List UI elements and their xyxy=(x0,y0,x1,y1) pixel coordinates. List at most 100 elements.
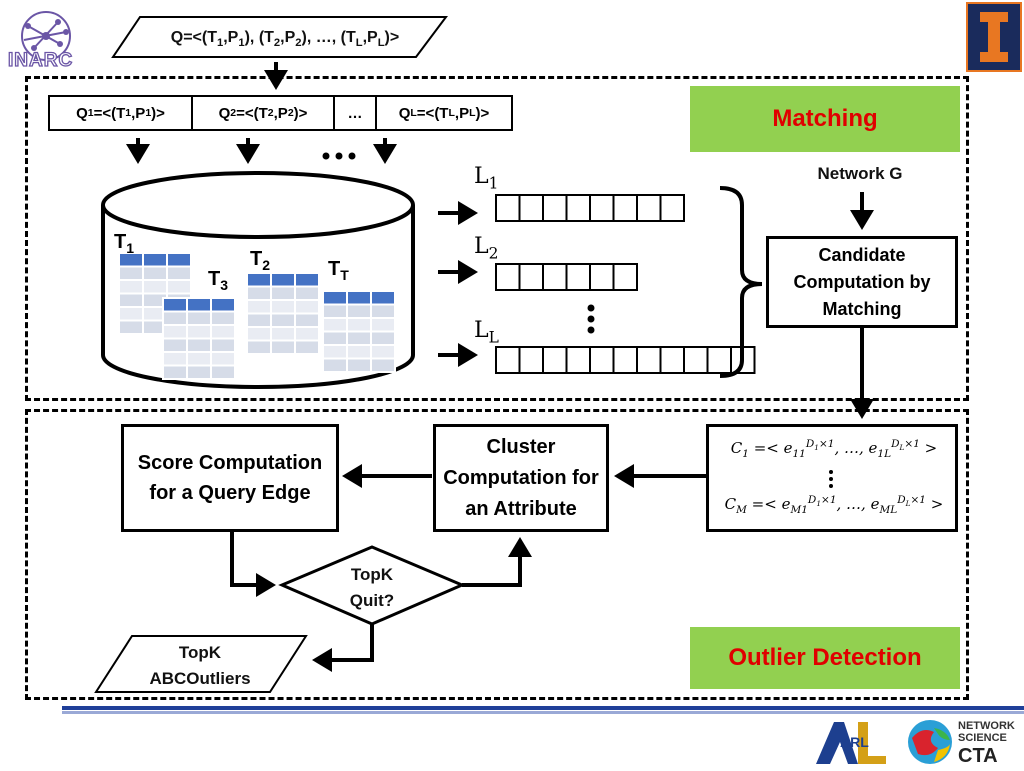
list-cell xyxy=(659,194,685,222)
table-cell xyxy=(348,319,370,331)
table-cell xyxy=(272,341,294,353)
table-cell xyxy=(188,366,210,378)
table-cell xyxy=(296,287,318,299)
list-cell xyxy=(518,194,544,222)
table-body xyxy=(246,272,320,355)
list-cell xyxy=(565,194,591,222)
list-cell xyxy=(612,263,638,291)
network-science-logo: NETWORK SCIENCE CTA xyxy=(904,718,1022,767)
list-cell xyxy=(636,194,662,222)
table-cell xyxy=(168,281,190,293)
block-i-icon xyxy=(980,12,1008,62)
list-cell xyxy=(518,263,544,291)
table-cell xyxy=(372,346,394,358)
table-cell xyxy=(120,281,142,293)
arrow-decision-output xyxy=(312,624,374,672)
arl-logo-icon xyxy=(814,718,888,766)
table-header-cell xyxy=(212,299,234,311)
table-cell xyxy=(120,294,142,306)
table-cell xyxy=(324,319,346,331)
list-bracket xyxy=(719,186,763,378)
list-cell xyxy=(542,346,568,374)
table-cell xyxy=(212,312,234,324)
matching-title: Matching xyxy=(690,86,960,152)
cta-text: CTA xyxy=(958,745,998,767)
table-header-cell xyxy=(188,299,210,311)
list-cell xyxy=(565,346,591,374)
decision-diamond xyxy=(278,545,466,626)
table-cell xyxy=(324,346,346,358)
candidate-set-c1: C1 =< e11D1×1, …, e1LDL×1 > xyxy=(730,438,938,460)
table-cell xyxy=(248,314,270,326)
table-cell xyxy=(188,339,210,351)
list-cell xyxy=(518,346,544,374)
table-cell xyxy=(164,353,186,365)
output-parallelogram xyxy=(94,635,308,693)
arl-logo: ARL xyxy=(814,718,888,766)
table-cell xyxy=(164,312,186,324)
candidate-set-cM: CM =< eM1D1×1, …, eMLDL×1 > xyxy=(724,494,944,516)
score-computation-box: Score Computation for a Query Edge xyxy=(121,424,339,532)
list-cell xyxy=(683,346,709,374)
network-g-label: Network G xyxy=(817,164,903,183)
table-body xyxy=(322,290,396,373)
table-cell xyxy=(372,319,394,331)
table-cell xyxy=(120,308,142,320)
list-label-2: L2 xyxy=(474,234,499,263)
table-cell xyxy=(164,339,186,351)
query-dots-icon xyxy=(322,152,356,160)
outlier-region xyxy=(25,409,969,700)
table-cell xyxy=(168,267,190,279)
table-header-cell xyxy=(120,254,142,266)
table-cell xyxy=(372,332,394,344)
table-cell xyxy=(296,314,318,326)
query-input-shape xyxy=(111,16,448,58)
table-cell xyxy=(144,281,166,293)
list-cell xyxy=(589,194,615,222)
footer-bar-shade xyxy=(62,711,1024,714)
list-cell xyxy=(589,346,615,374)
table-cell xyxy=(348,346,370,358)
table-cell xyxy=(272,301,294,313)
list-row-LL xyxy=(495,346,756,374)
table-header-cell xyxy=(372,292,394,304)
query-input-text: Q=<(T1,P1), (T2,P2), …, (TL,PL)> xyxy=(170,29,400,50)
list-cell xyxy=(542,194,568,222)
table-icon-1 xyxy=(118,252,192,335)
list-cell xyxy=(636,346,662,374)
table-cell xyxy=(296,301,318,313)
table-cell xyxy=(348,332,370,344)
table-cell xyxy=(144,321,166,333)
table-icon-3 xyxy=(162,297,236,380)
arrow-decision-cluster xyxy=(462,537,532,587)
table-header-cell xyxy=(248,274,270,286)
table-cell xyxy=(272,328,294,340)
list-cell xyxy=(589,263,615,291)
table-label-2: T2 xyxy=(250,248,271,273)
table-cell xyxy=(164,326,186,338)
list-cell xyxy=(612,194,638,222)
list-cell xyxy=(659,346,685,374)
university-logo xyxy=(966,2,1022,72)
table-cell xyxy=(120,321,142,333)
table-header-cell xyxy=(348,292,370,304)
query-part-ellipsis: … xyxy=(333,95,377,131)
table-cell xyxy=(164,366,186,378)
table-label-T: TT xyxy=(328,258,349,283)
table-cell xyxy=(296,341,318,353)
list-dots-icon xyxy=(587,304,595,334)
table-cell xyxy=(248,287,270,299)
candidate-computation-box: Candidate Computation by Matching xyxy=(766,236,958,328)
table-cell xyxy=(272,314,294,326)
inarc-logo: INARC xyxy=(4,6,88,72)
list-cell xyxy=(495,263,521,291)
table-header-cell xyxy=(272,274,294,286)
table-cell xyxy=(372,305,394,317)
candidate-set-dots-icon xyxy=(829,470,833,488)
table-cell xyxy=(212,366,234,378)
list-cell xyxy=(612,346,638,374)
list-label-1: L1 xyxy=(474,164,499,193)
table-cell xyxy=(272,287,294,299)
